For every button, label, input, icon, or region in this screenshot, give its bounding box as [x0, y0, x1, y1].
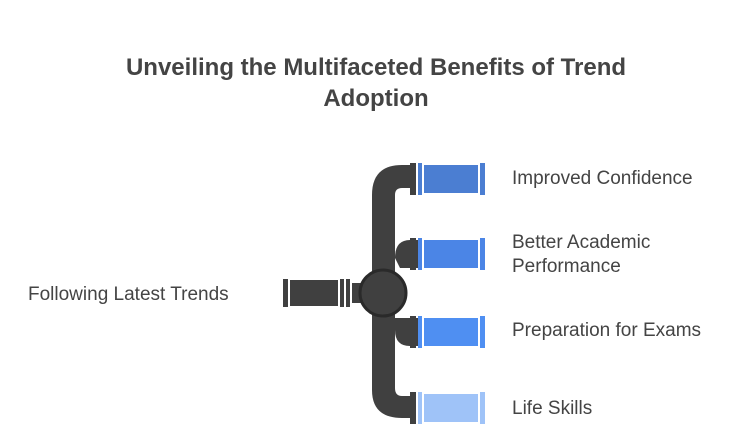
output-pipe-3-cap: [480, 316, 485, 348]
output-pipe-2-cap: [480, 238, 485, 270]
diagram-title: Unveiling the Multifaceted Benefits of T…: [0, 52, 752, 114]
output-pipe-3-flange: [410, 316, 416, 348]
title-line-1: Unveiling the Multifaceted Benefits of T…: [125, 54, 627, 81]
input-pipe-ring-1: [340, 279, 344, 307]
output-label-line-1: Better Academic: [512, 232, 651, 253]
pipe-hub: [358, 268, 408, 318]
output-label-life-skills: Life Skills: [512, 398, 593, 419]
output-pipe-1-ring: [418, 163, 422, 195]
output-pipe-2-ring: [418, 238, 422, 270]
output-pipe-4-ring: [418, 392, 422, 424]
output-pipe-4-flange: [410, 392, 416, 424]
output-pipe-3-body: [424, 318, 478, 346]
output-pipe-4-cap: [480, 392, 485, 424]
output-pipe-1-body: [424, 165, 478, 193]
input-pipe-body: [290, 280, 338, 306]
output-pipe-1-cap: [480, 163, 485, 195]
output-pipe-3-ring: [418, 316, 422, 348]
output-pipe-4-body: [424, 394, 478, 422]
output-label-preparation-for-exams: Preparation for Exams: [512, 320, 702, 341]
output-pipe-2-flange: [410, 238, 416, 270]
output-label-line-2: Performance: [512, 256, 621, 277]
output-pipe-2-body: [424, 240, 478, 268]
output-label-improved-confidence: Improved Confidence: [512, 168, 693, 189]
title-line-2: Adoption: [323, 85, 429, 112]
input-label: Following Latest Trends: [28, 284, 229, 305]
input-pipe-ring-2: [346, 279, 350, 307]
input-pipe-cap: [283, 279, 288, 307]
input-pipe-neck: [352, 283, 362, 303]
output-label-better-academic-performance: Better Academic Performance: [512, 231, 650, 279]
output-pipe-1-flange: [410, 163, 416, 195]
